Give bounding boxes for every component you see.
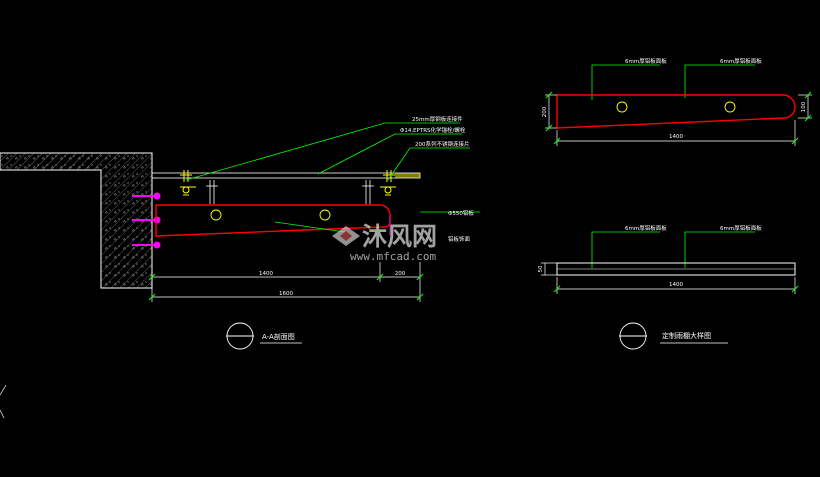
bracket-left <box>180 170 196 196</box>
section-title-block: A-A剖面图 <box>226 322 302 350</box>
anchor-bolts <box>132 192 161 249</box>
dimension-ticks <box>148 273 424 301</box>
callout-top: 25mm厚钢板连接件 <box>412 115 463 123</box>
hanger-bolts <box>206 180 374 204</box>
canopy-section-outline <box>155 204 391 237</box>
watermark-logo-icon <box>332 226 360 246</box>
dim-main: 1400 <box>259 271 273 277</box>
section-aa: 25mm厚钢板连接件 Φ14,EPTRS化学锚栓/螺栓 200系列不锈钢连接片 … <box>0 115 480 350</box>
plan-callout-left: 6mm厚铝板面板 <box>625 57 667 65</box>
callout-right-b: 铝板饰面 <box>448 235 471 243</box>
plan-dimension-ticks <box>545 91 812 145</box>
elev-callout-left: 6mm厚铝板面板 <box>625 224 667 232</box>
ucs-axis-mark <box>0 384 7 419</box>
detail-title: 定制雨棚大样图 <box>662 331 711 340</box>
detail-title-block: 定制雨棚大样图 <box>619 322 728 350</box>
elev-dimension-ticks <box>553 285 799 293</box>
concrete-wall <box>0 152 153 289</box>
canopy-plan-outline <box>556 94 796 129</box>
plan-callout-leaders <box>591 64 755 100</box>
dim-overhang: 200 <box>395 271 406 277</box>
callout-lower: 200系列不锈钢连接片 <box>415 140 470 148</box>
plan-dim-length: 1400 <box>669 134 683 140</box>
section-title: A-A剖面图 <box>262 332 295 341</box>
detail-view: 6mm厚铝板面板 6mm厚铝板面板 200 <box>538 57 812 350</box>
callout-middle: Φ14,EPTRS化学锚栓/螺栓 <box>400 126 466 134</box>
elev-callout-leaders <box>591 231 755 268</box>
plan-dim-height-left: 200 <box>542 106 548 117</box>
bracket-right <box>380 170 396 196</box>
elev-dim-length: 1400 <box>669 282 683 288</box>
top-steel-plate <box>151 172 421 179</box>
plan-dim-height-right: 100 <box>801 101 807 112</box>
canopy-elevation-plate <box>556 262 796 276</box>
elev-callout-right: 6mm厚铝板面板 <box>720 224 762 232</box>
callout-leaders <box>185 122 480 233</box>
plan-callout-right: 6mm厚铝板面板 <box>720 57 762 65</box>
dim-total: 1600 <box>279 291 293 297</box>
elev-dim-thickness: 50 <box>538 265 544 272</box>
callout-right-a: Φ550铝板 <box>448 209 474 217</box>
watermark: 沐风网 www.mfcad.com <box>332 222 437 263</box>
elev-dimension-lines <box>541 262 796 294</box>
watermark-brand: 沐风网 <box>362 222 437 251</box>
watermark-url: www.mfcad.com <box>350 250 436 263</box>
